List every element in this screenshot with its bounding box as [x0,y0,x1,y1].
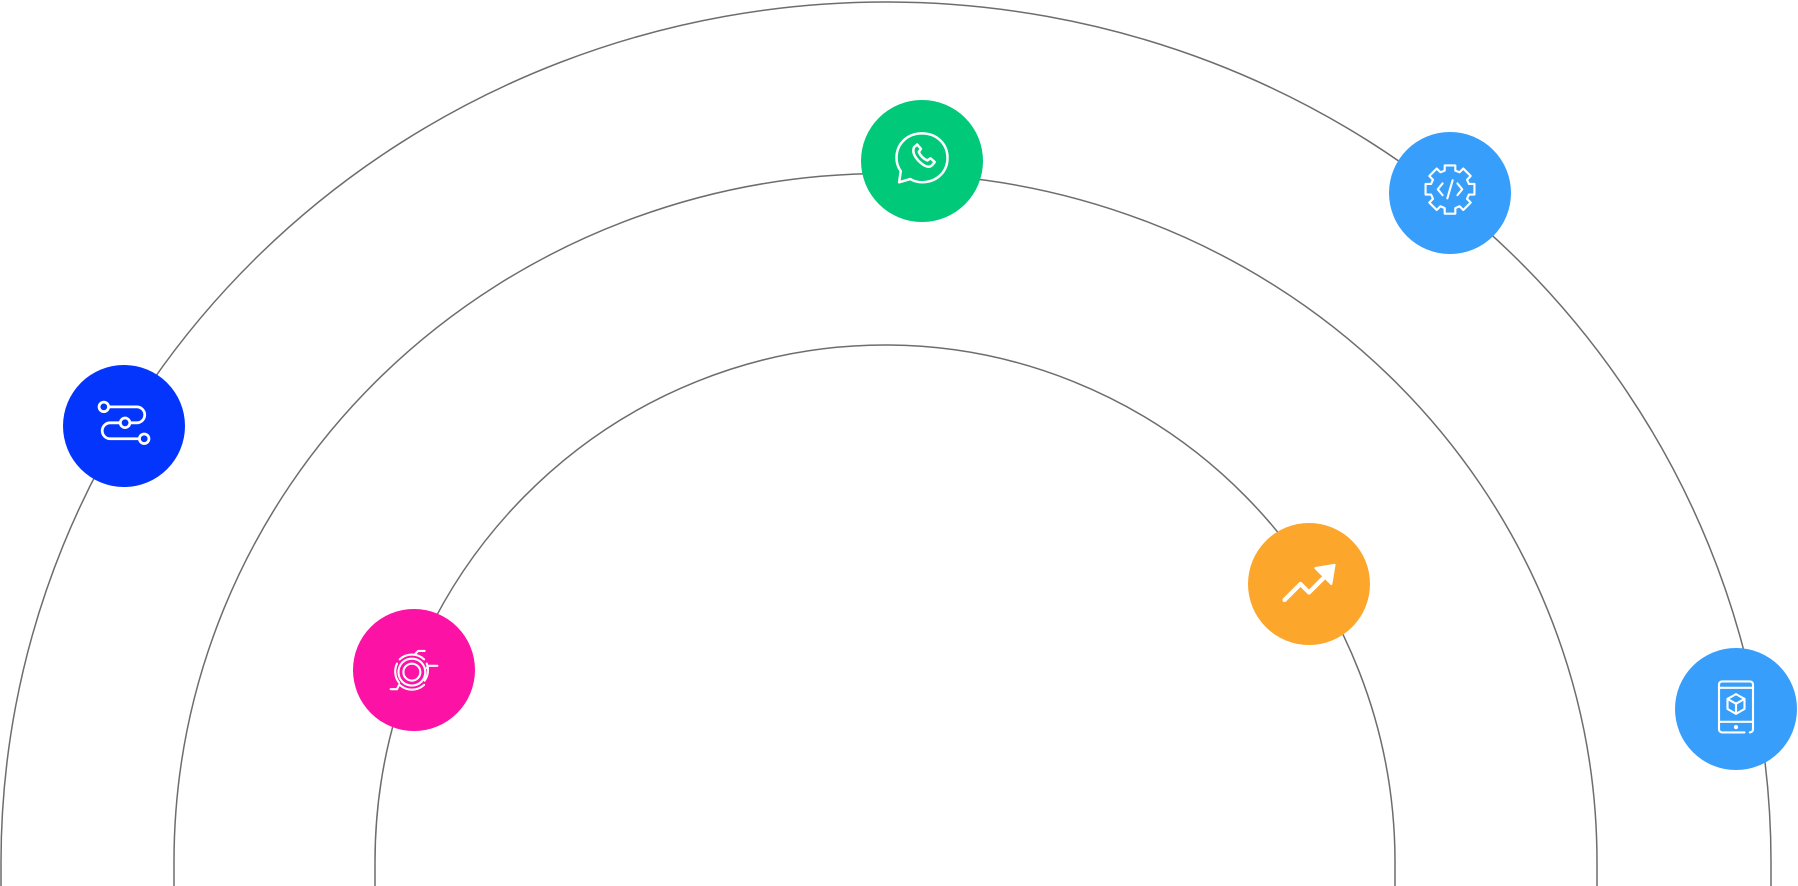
middle-orbit [173,172,1598,886]
mobile-box-icon [1717,680,1755,734]
sync-plug-icon [389,649,439,691]
whatsapp-node[interactable] [861,100,983,222]
mobile-app-node[interactable] [1675,648,1797,770]
whatsapp-icon [895,132,949,184]
integration-node[interactable] [353,609,475,731]
inner-orbit [374,344,1396,886]
workflow-node[interactable] [63,365,185,487]
code-gear-icon [1424,164,1476,215]
trending-up-icon [1282,563,1336,603]
workflow-route-icon [97,400,151,445]
code-settings-node[interactable] [1389,132,1511,254]
growth-node[interactable] [1248,523,1370,645]
